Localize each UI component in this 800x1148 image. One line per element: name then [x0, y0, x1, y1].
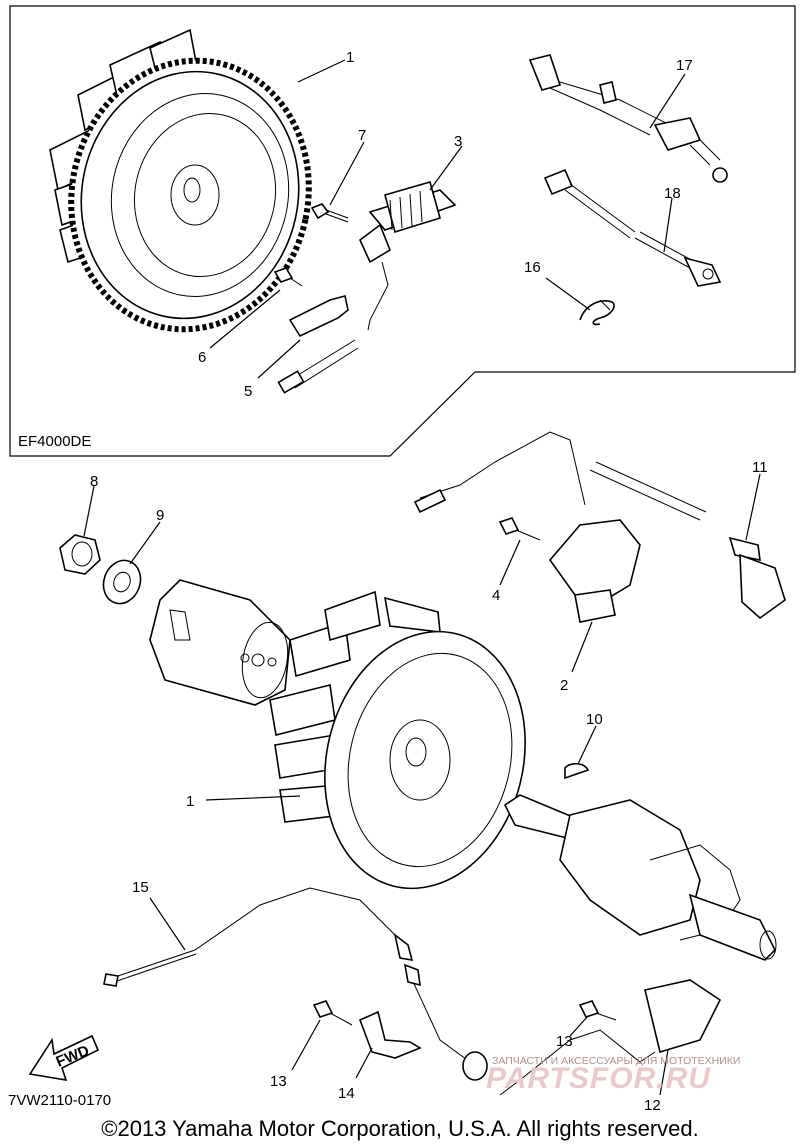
- spark-plug-cap-11[interactable]: [728, 536, 786, 620]
- leader-6: [209, 289, 281, 349]
- leader-13-right: [569, 1015, 589, 1037]
- part-number-6: 6: [198, 349, 206, 366]
- part-number-11: 11: [752, 459, 768, 476]
- crankshaft[interactable]: [503, 794, 777, 961]
- flywheel-main[interactable]: [269, 590, 552, 910]
- part-number-17: 17: [676, 57, 693, 74]
- part-number-4: 4: [492, 587, 500, 604]
- leader-4: [499, 539, 521, 586]
- leader-1-main: [205, 795, 301, 801]
- bolt-6[interactable]: [273, 267, 303, 287]
- woodruff-key-10[interactable]: [564, 762, 590, 780]
- part-number-12: 12: [644, 1097, 661, 1114]
- part-number-7: 7: [358, 127, 366, 144]
- part-number-8: 8: [90, 473, 98, 490]
- diagram-code: 7VW2110-0170: [8, 1092, 112, 1109]
- inset-frame: [9, 5, 796, 457]
- leader-16: [545, 277, 591, 311]
- leader-13-left: [291, 1019, 321, 1071]
- part-number-5: 5: [244, 383, 252, 400]
- inset-model-label: EF4000DE: [18, 433, 91, 450]
- bracket-14[interactable]: [358, 1010, 422, 1059]
- part-number-1-top: 1: [346, 49, 354, 66]
- part-number-13-left: 13: [270, 1073, 287, 1090]
- leader-2: [571, 621, 593, 673]
- part-number-13-right: 13: [556, 1033, 573, 1050]
- washer-9[interactable]: [98, 555, 147, 609]
- leader-15: [149, 897, 186, 951]
- starter-pulley[interactable]: [149, 579, 293, 706]
- bracket-5[interactable]: [277, 295, 359, 394]
- leader-14: [355, 1047, 373, 1079]
- flywheel-inset[interactable]: [47, 28, 334, 352]
- leader-17: [649, 73, 686, 129]
- copyright-notice: ©2013 Yamaha Motor Corporation, U.S.A. A…: [101, 1116, 699, 1141]
- bolt-13-right[interactable]: [578, 1000, 617, 1021]
- ignition-coil-2[interactable]: [413, 431, 707, 623]
- leader-7: [329, 141, 365, 206]
- charge-coil-3[interactable]: [359, 181, 457, 331]
- leader-18: [663, 197, 673, 253]
- leader-1-top: [297, 59, 346, 83]
- watermark-text: ЗАПЧАСТИ И АКСЕССУАРЫ ДЛЯ МОТОТЕХНИКИ: [492, 1055, 741, 1067]
- clip-16[interactable]: [579, 299, 615, 326]
- bolt-7[interactable]: [310, 203, 349, 223]
- part-number-3: 3: [454, 133, 462, 150]
- part-number-15: 15: [132, 879, 149, 896]
- part-number-10: 10: [586, 711, 603, 728]
- leader-3: [429, 145, 463, 191]
- part-number-14: 14: [338, 1085, 355, 1102]
- nut-8[interactable]: [59, 534, 101, 575]
- fwd-label: FWD: [54, 1042, 92, 1071]
- leader-12: [659, 1049, 669, 1096]
- part-number-18: 18: [664, 185, 681, 202]
- leader-8: [83, 485, 95, 537]
- part-number-2: 2: [560, 677, 568, 694]
- leader-9: [129, 521, 161, 565]
- fwd-arrow-icon: FWD: [28, 1034, 100, 1082]
- part-number-9: 9: [156, 507, 164, 524]
- leader-5: [257, 339, 301, 379]
- part-number-1-main: 1: [186, 793, 194, 810]
- watermark-logo: PARTSFOR.RU: [486, 1062, 711, 1095]
- leader-10: [577, 725, 597, 765]
- lead-wire-15[interactable]: [103, 887, 471, 1063]
- part-number-16: 16: [524, 259, 541, 276]
- spark-plug-cap-17[interactable]: [528, 54, 728, 183]
- stop-switch-12[interactable]: [462, 979, 722, 1096]
- lead-wire-18[interactable]: [543, 168, 722, 287]
- leader-11: [745, 473, 761, 541]
- bolt-13-left[interactable]: [312, 1000, 353, 1026]
- bolt-4[interactable]: [498, 517, 541, 541]
